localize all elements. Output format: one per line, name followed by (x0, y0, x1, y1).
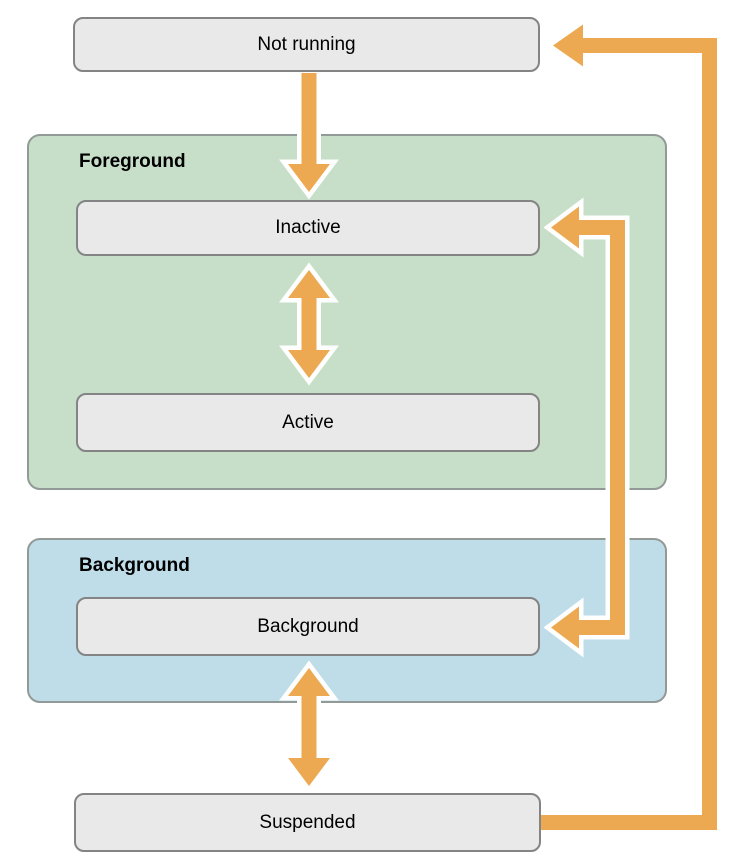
state-box-background: Background (76, 597, 540, 656)
state-box-suspended: Suspended (74, 793, 541, 852)
state-box-active: Active (76, 393, 540, 452)
foreground-group-label: Foreground (79, 151, 186, 172)
state-label-inactive: Inactive (275, 217, 341, 238)
state-label-background: Background (257, 615, 359, 637)
state-label-suspended: Suspended (259, 811, 356, 833)
background-group-label: Background (79, 555, 190, 576)
state-box-not-running: Not running (73, 17, 540, 72)
state-box-inactive: Inactive (76, 200, 540, 256)
state-label-active: Active (282, 411, 334, 433)
state-label-not-running: Not running (257, 33, 356, 55)
